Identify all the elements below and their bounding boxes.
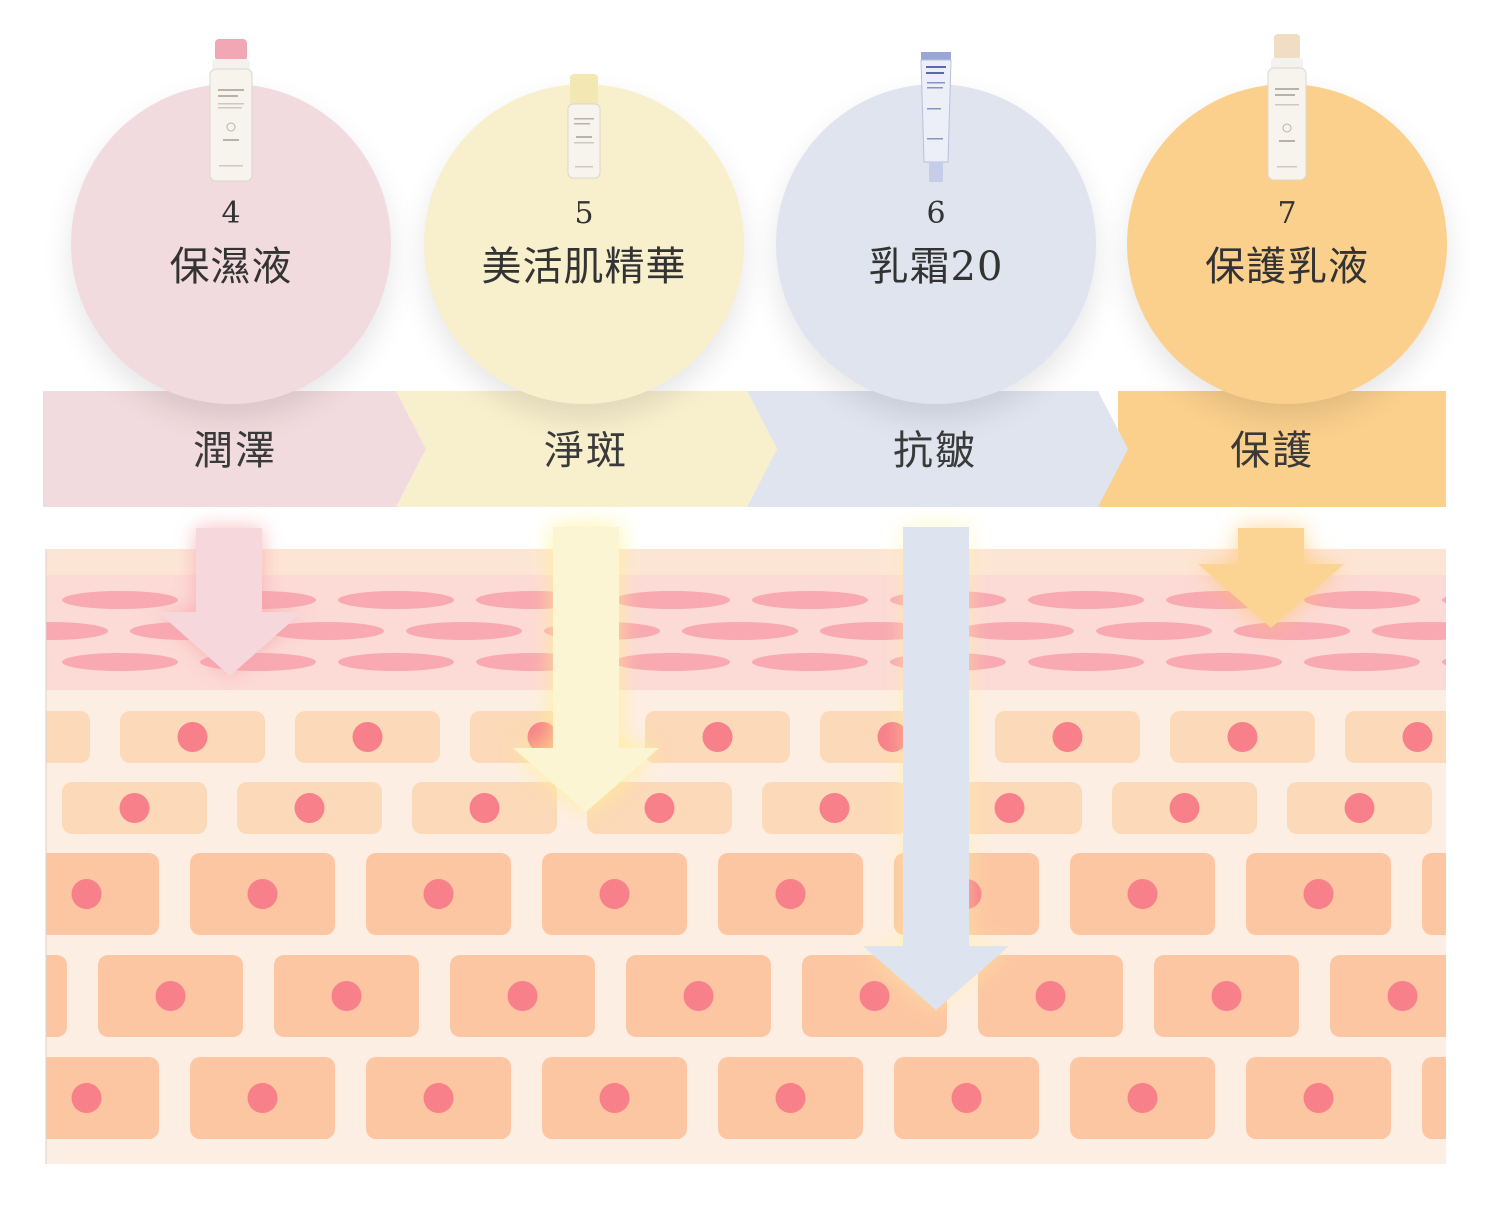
flat-skin-cell (682, 622, 798, 640)
cell-nucleus (423, 879, 454, 909)
cell-nucleus (775, 1083, 806, 1113)
arrow-moisturize-pink (158, 528, 302, 676)
arrow-antiwrinkle-blue (863, 527, 1009, 1010)
cell-nucleus (1127, 879, 1158, 909)
emulsion-bottle-icon (1267, 34, 1307, 181)
cell-nucleus (71, 879, 102, 909)
step-circle-cream: 6 乳霜20 (776, 52, 1096, 404)
flat-skin-cell (614, 653, 730, 671)
cell-nucleus (1303, 1083, 1334, 1113)
step-number: 7 (1277, 196, 1297, 231)
flat-skin-cell (268, 622, 384, 640)
skin-cell (46, 955, 67, 1037)
skin-cell (46, 1057, 159, 1139)
cell-nucleus (247, 879, 278, 909)
cell-nucleus (644, 793, 675, 823)
cell-nucleus (599, 1083, 630, 1113)
band-segment-yellow (396, 391, 777, 507)
cell-nucleus (819, 793, 850, 823)
cell-nucleus (1402, 722, 1433, 752)
flat-skin-cell (1304, 653, 1420, 671)
flat-skin-cell (1442, 658, 1446, 666)
flat-skin-cell (1028, 653, 1144, 671)
flat-skin-cell (752, 653, 868, 671)
step-number: 6 (926, 196, 946, 231)
flat-skin-cell (62, 591, 178, 609)
cell-nucleus (1227, 722, 1258, 752)
flat-skin-cell (1166, 653, 1282, 671)
cell-nucleus (352, 722, 383, 752)
flat-skin-cell (1028, 591, 1144, 609)
flat-skin-cell (1372, 622, 1446, 640)
flat-skin-cell (752, 591, 868, 609)
flat-skin-cell (338, 653, 454, 671)
step-circle-protective-emulsion: 7 保護乳液 (1127, 34, 1447, 404)
cell-nucleus (1035, 981, 1066, 1011)
flat-skin-cell (1234, 622, 1350, 640)
flat-skin-cell (62, 653, 178, 671)
cream-tube-icon (920, 52, 952, 182)
skin-cell (46, 711, 90, 763)
step-circle-whitening-serum: 5 美活肌精華 (424, 74, 744, 404)
effect-label-moisturize: 潤澤 (193, 428, 277, 474)
band-segment-pink (43, 391, 426, 507)
cell-nucleus (507, 981, 538, 1011)
step-number: 5 (574, 196, 594, 231)
cell-nucleus (951, 1083, 982, 1113)
cell-nucleus (1387, 981, 1418, 1011)
cell-nucleus (1052, 722, 1083, 752)
cell-nucleus (527, 722, 558, 752)
product-name: 保護乳液 (1205, 244, 1369, 290)
serum-bottle-icon (567, 74, 601, 179)
cell-nucleus (877, 722, 908, 752)
arrow-whitening-yellow (513, 527, 659, 812)
cell-nucleus (469, 793, 500, 823)
flat-skin-cell (1304, 591, 1420, 609)
flat-skin-cell (1096, 622, 1212, 640)
cell-nucleus (599, 879, 630, 909)
flat-skin-cell (46, 622, 108, 640)
cell-nucleus (247, 1083, 278, 1113)
arrow-protect-orange (1198, 528, 1344, 628)
cell-nucleus (775, 879, 806, 909)
effect-label-whitening: 淨斑 (544, 428, 628, 474)
step-number: 4 (221, 196, 241, 231)
cell-nucleus (994, 793, 1025, 823)
skin-cell (1422, 853, 1446, 935)
cell-nucleus (702, 722, 733, 752)
band-segment-orange (1098, 391, 1446, 507)
flat-skin-cell (338, 591, 454, 609)
cell-nucleus (294, 793, 325, 823)
flat-skin-cell (614, 591, 730, 609)
cell-nucleus (423, 1083, 454, 1113)
flat-skin-cell (406, 622, 522, 640)
effect-label-antiwrinkle: 抗皺 (893, 428, 977, 474)
cell-nucleus (1211, 981, 1242, 1011)
cell-nucleus (155, 981, 186, 1011)
product-name: 乳霜20 (868, 244, 1004, 290)
flat-skin-cell (1442, 596, 1446, 604)
cell-nucleus (859, 981, 890, 1011)
skin-cell (46, 853, 159, 935)
band-segment-blue (747, 391, 1128, 507)
flat-skin-cell (958, 622, 1074, 640)
product-name: 保濕液 (169, 244, 293, 290)
lotion-bottle-icon (209, 39, 253, 182)
cell-nucleus (1344, 793, 1375, 823)
cell-nucleus (683, 981, 714, 1011)
cell-nucleus (1127, 1083, 1158, 1113)
cell-nucleus (119, 793, 150, 823)
cell-nucleus (331, 981, 362, 1011)
cell-nucleus (71, 1083, 102, 1113)
skin-cell (1422, 1057, 1446, 1139)
product-name: 美活肌精華 (481, 244, 687, 290)
cell-nucleus (177, 722, 208, 752)
step-circle-moisture-lotion: 4 保濕液 (71, 39, 391, 404)
cell-nucleus (1303, 879, 1334, 909)
cell-nucleus (1169, 793, 1200, 823)
effect-label-protect: 保護 (1230, 428, 1314, 474)
